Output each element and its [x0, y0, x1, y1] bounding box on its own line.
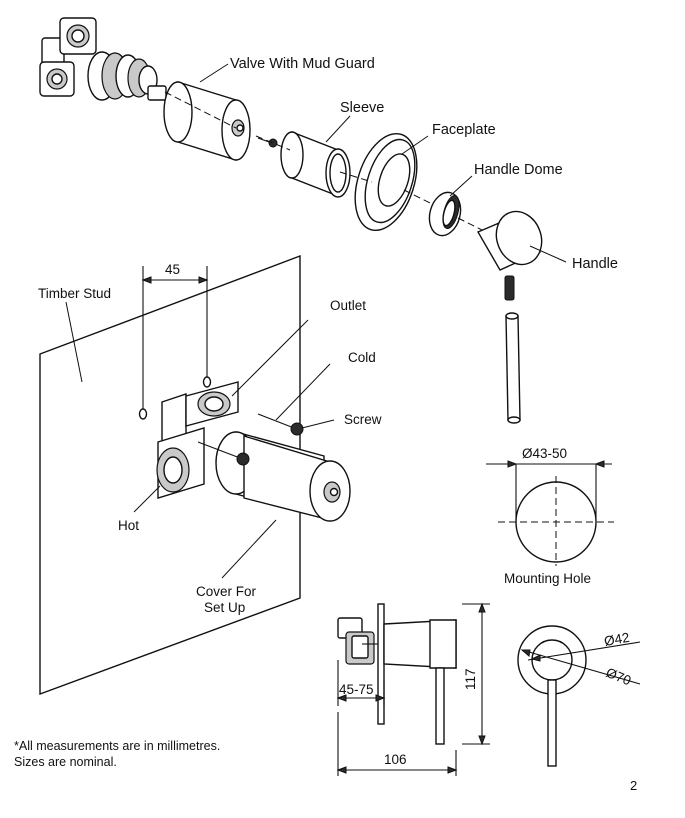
- label-cold: Cold: [348, 350, 376, 365]
- label-mounting-hole: Mounting Hole: [504, 571, 591, 586]
- label-handle: Handle: [572, 256, 618, 272]
- footnote-line-2: Sizes are nominal.: [14, 755, 117, 769]
- dim-plate-diameter: Ø70: [604, 665, 633, 688]
- valve-body: [39, 17, 167, 101]
- installed-valve: [156, 381, 351, 522]
- faceplate-part: [354, 132, 418, 232]
- sleeve-part: [280, 130, 351, 198]
- label-cover-line1: Cover For: [196, 584, 257, 599]
- dim-height: 117: [463, 668, 478, 690]
- side-profile-view: 45-75 117 106: [336, 602, 490, 776]
- footnote: *All measurements are in millimetres. Si…: [14, 738, 314, 770]
- label-outlet: Outlet: [330, 298, 366, 313]
- mounting-hole-view: Ø43-50 Mounting Hole: [486, 446, 614, 586]
- installation-view: Timber Stud 45: [38, 254, 382, 696]
- dim-dome-diameter: Ø42: [603, 630, 631, 649]
- label-faceplate: Faceplate: [432, 122, 496, 138]
- label-sleeve: Sleeve: [340, 100, 384, 116]
- handle-part: [476, 210, 543, 424]
- label-screw: Screw: [344, 412, 382, 427]
- handle-dome-part: [428, 191, 462, 237]
- mud-guard-cylinder: [163, 81, 251, 161]
- dim-depth-range: 45-75: [339, 682, 374, 697]
- label-hot: Hot: [118, 518, 139, 533]
- small-screw: [257, 137, 278, 148]
- dim-hole-diameter: Ø43-50: [522, 446, 567, 461]
- front-view: Ø42 Ø70: [517, 625, 641, 767]
- page-number: 2: [630, 778, 638, 793]
- dim-stud-spacing: 45: [165, 262, 180, 277]
- exploded-view: Valve With Mud Guard Sleeve Faceplate Ha…: [39, 17, 618, 424]
- label-handle-dome: Handle Dome: [474, 162, 563, 178]
- label-valve-with-mud-guard: Valve With Mud Guard: [230, 56, 375, 72]
- label-cover-line2: Set Up: [204, 600, 245, 615]
- dim-overall-length: 106: [384, 752, 407, 767]
- footnote-line-1: *All measurements are in millimetres.: [14, 739, 221, 753]
- label-timber-stud: Timber Stud: [38, 286, 111, 301]
